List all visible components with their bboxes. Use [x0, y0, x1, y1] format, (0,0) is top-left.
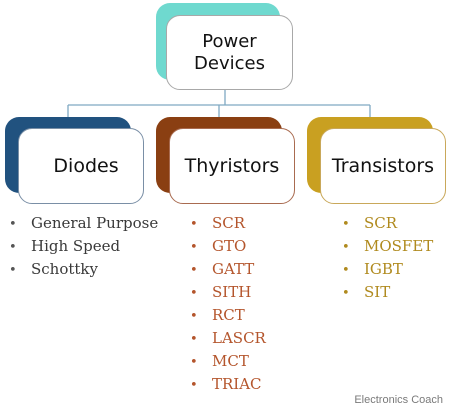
list-item-label: RCT [212, 306, 245, 324]
list-item: • SCR [190, 212, 266, 235]
bullet-icon: • [190, 217, 198, 232]
list-item: • GATT [190, 258, 266, 281]
list-item: • SITH [190, 281, 266, 304]
list-item: • MOSFET [342, 235, 433, 258]
thyristors-label: Thyristors [184, 154, 280, 177]
list-item: • TRIAC [190, 373, 266, 396]
root-label-line1: Power [202, 31, 257, 53]
list-item-label: LASCR [212, 329, 266, 347]
list-item: • High Speed [9, 235, 158, 258]
thyristors-list: • SCR • GTO • GATT • SITH • RCT • LASCR • MCT • TRIAC [190, 212, 266, 396]
list-item-label: High Speed [31, 237, 121, 255]
thyristors-node: Thyristors [169, 128, 295, 204]
list-item: • LASCR [190, 327, 266, 350]
bullet-icon: • [190, 309, 198, 324]
transistors-list: • SCR • MOSFET • IGBT • SIT [342, 212, 433, 304]
list-item-label: SCR [212, 214, 246, 232]
bullet-icon: • [190, 355, 198, 370]
list-item-label: MOSFET [364, 237, 434, 255]
list-item-label: GTO [212, 237, 247, 255]
list-item-label: TRIAC [212, 375, 262, 393]
list-item: • General Purpose [9, 212, 158, 235]
diodes-node: Diodes [18, 128, 144, 204]
list-item: • IGBT [342, 258, 433, 281]
list-item-label: SITH [212, 283, 252, 301]
list-item-label: SCR [364, 214, 398, 232]
root-node-power-devices: Power Devices [166, 15, 293, 90]
bullet-icon: • [342, 217, 350, 232]
list-item-label: Schottky [31, 260, 98, 278]
transistors-node: Transistors [320, 128, 446, 204]
list-item: • MCT [190, 350, 266, 373]
list-item-label: General Purpose [31, 214, 159, 232]
list-item: • SIT [342, 281, 433, 304]
bullet-icon: • [9, 263, 17, 278]
bullet-icon: • [342, 286, 350, 301]
bullet-icon: • [190, 286, 198, 301]
list-item: • GTO [190, 235, 266, 258]
bullet-icon: • [342, 263, 350, 278]
bullet-icon: • [9, 240, 17, 255]
bullet-icon: • [190, 240, 198, 255]
list-item-label: MCT [212, 352, 249, 370]
list-item: • RCT [190, 304, 266, 327]
bullet-icon: • [9, 217, 17, 232]
diodes-list: • General Purpose • High Speed • Schottky [9, 212, 158, 281]
list-item: • Schottky [9, 258, 158, 281]
list-item: • SCR [342, 212, 433, 235]
list-item-label: SIT [364, 283, 391, 301]
bullet-icon: • [190, 263, 198, 278]
bullet-icon: • [190, 378, 198, 393]
list-item-label: GATT [212, 260, 255, 278]
diodes-label: Diodes [53, 154, 119, 177]
transistors-label: Transistors [331, 154, 435, 177]
root-label-line2: Devices [194, 52, 265, 74]
watermark: Electronics Coach [354, 394, 443, 406]
list-item-label: IGBT [364, 260, 403, 278]
bullet-icon: • [342, 240, 350, 255]
bullet-icon: • [190, 332, 198, 347]
